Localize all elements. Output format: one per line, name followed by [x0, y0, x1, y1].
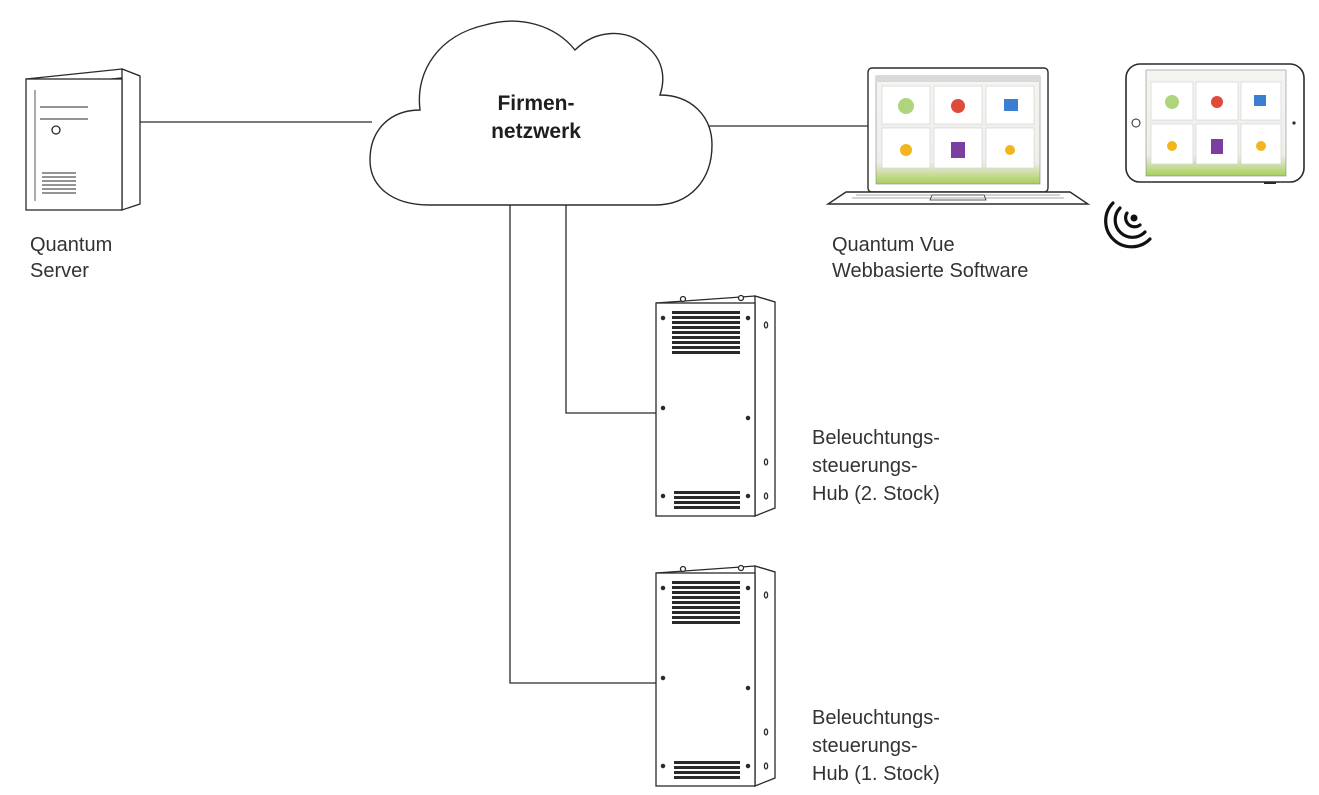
- server-label-line2: Server: [30, 260, 89, 282]
- hub-floor2-label: Beleuchtungs- steuerungs- Hub (2. Stock): [812, 424, 940, 508]
- hub-floor2-label-line2: steuerungs-: [812, 455, 918, 477]
- hub-floor2-label-line3: Hub (2. Stock): [812, 483, 940, 505]
- hub-floor1-label-line1: Beleuchtungs-: [812, 707, 940, 729]
- software-label-line1: Quantum Vue: [832, 234, 955, 256]
- hub-floor1-label: Beleuchtungs- steuerungs- Hub (1. Stock): [812, 704, 940, 788]
- network-label-line2: netzwerk: [491, 120, 581, 143]
- network-label: Firmen- netzwerk: [471, 90, 601, 146]
- wifi-icon: [1104, 201, 1152, 249]
- software-label-line2: Webbasierte Software: [832, 260, 1029, 282]
- hub-floor1-label-line3: Hub (1. Stock): [812, 763, 940, 785]
- connection-lines: [140, 121, 868, 684]
- laptop-icon: [825, 67, 1091, 205]
- network-cloud: [369, 20, 713, 206]
- hub-floor2-label-line1: Beleuchtungs-: [812, 427, 940, 449]
- hub-floor1-link: [509, 205, 656, 684]
- network-label-line1: Firmen-: [497, 92, 575, 115]
- software-label: Quantum Vue Webbasierte Software: [832, 232, 1028, 284]
- server-label: Quantum Server: [30, 232, 112, 284]
- server-icon: [25, 68, 141, 211]
- hub-floor2-link: [565, 205, 656, 414]
- server-label-line1: Quantum: [30, 234, 113, 256]
- tablet-icon: [1125, 63, 1305, 184]
- laptop-screen-tiles: [881, 85, 1035, 169]
- hub-floor1-icon: [655, 564, 776, 787]
- hub-floor1-label-line2: steuerungs-: [812, 735, 918, 757]
- hub-floor2-icon: [655, 294, 776, 517]
